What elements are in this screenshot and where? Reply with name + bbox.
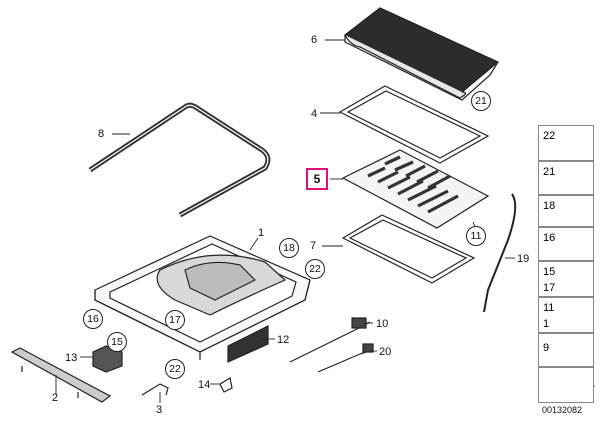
lower-seal-part-7 <box>341 214 476 284</box>
circled-callout-11: 11 <box>466 226 486 246</box>
callout-2: 2 <box>52 392 59 404</box>
callout-4: 4 <box>311 108 318 120</box>
callout-19: 19 <box>517 253 530 265</box>
sunroof-frame-part-1 <box>94 235 311 360</box>
motor-part-13 <box>92 345 123 373</box>
channel-part-8 <box>88 102 271 218</box>
callout-6: 6 <box>311 34 318 46</box>
part-number: 00132082 <box>542 405 583 415</box>
deflector-part-12 <box>227 325 269 363</box>
sidebar-item-18: 18 <box>538 195 594 227</box>
callout-8: 8 <box>98 128 105 140</box>
sidebar-item-15-17: 15 17 <box>538 261 594 297</box>
sidebar-item-22: 22 <box>538 125 594 161</box>
highlighted-callout-5: 5 <box>306 168 328 190</box>
seal-frame-part-4 <box>338 85 490 164</box>
callout-1: 1 <box>258 227 265 239</box>
circled-callout-22-bottom: 22 <box>165 359 185 379</box>
callout-20: 20 <box>379 346 392 358</box>
circled-callout-17: 17 <box>165 310 185 330</box>
sidebar-item-9: 9 <box>538 333 594 367</box>
circled-callout-18: 18 <box>279 238 299 258</box>
leader-lines <box>55 39 515 403</box>
circled-callout-22-top: 22 <box>305 259 325 279</box>
front-rail-part-2 <box>10 347 112 403</box>
callout-12: 12 <box>277 334 290 346</box>
channel-part-8-inner <box>89 104 269 216</box>
circled-callout-16: 16 <box>83 309 103 329</box>
circled-callout-15: 15 <box>107 332 127 352</box>
sidebar-item-21: 21 <box>538 161 594 195</box>
glass-panel-part-6 <box>343 7 500 101</box>
callout-7: 7 <box>310 240 317 252</box>
sidebar-item-11-1: 11 1 <box>538 297 594 333</box>
circled-callout-21: 21 <box>471 91 491 111</box>
callout-3: 3 <box>156 404 163 416</box>
drain-hose-part-20 <box>317 343 374 373</box>
cable-part-19 <box>483 193 517 313</box>
callout-13: 13 <box>65 352 78 364</box>
clip-part-14 <box>219 377 233 393</box>
callout-14: 14 <box>198 379 211 391</box>
sliding-frame-part-5 <box>341 149 490 229</box>
bracket-part-3 <box>141 383 169 396</box>
callout-10: 10 <box>376 318 389 330</box>
sidebar-item-16: 16 <box>538 227 594 261</box>
sidebar-arrow-box <box>538 367 594 403</box>
